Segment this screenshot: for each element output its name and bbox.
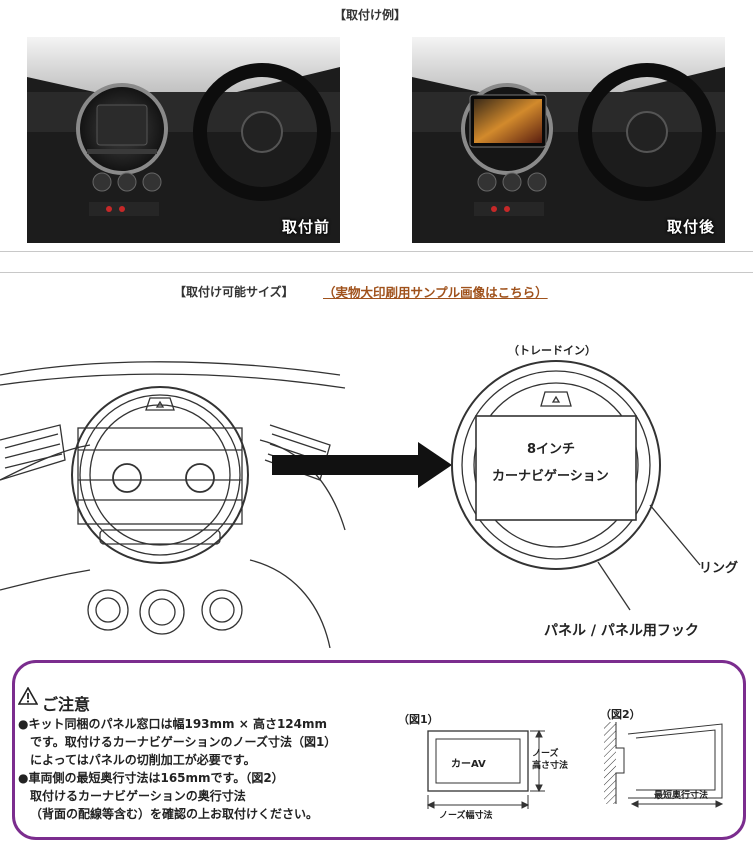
label-before: 取付前 bbox=[281, 218, 330, 236]
section-title-example: 【取付け例】 bbox=[334, 8, 407, 22]
tray-label: （トレードイン） bbox=[508, 344, 596, 357]
fig1-width-label: ノーズ幅寸法 bbox=[439, 811, 493, 821]
notice-title: ご注意 bbox=[42, 695, 91, 714]
fig2-label: （図2） bbox=[600, 708, 641, 721]
notice-line: ●車両側の最短奥行寸法は165mmです。（図2） bbox=[18, 771, 284, 785]
notice-line: です。取付けるカーナビゲーションのノーズ寸法（図1） bbox=[30, 735, 337, 749]
fig1-height-line1: ノーズ bbox=[532, 749, 559, 759]
notice-line: （背面の配線等含む）を確認の上お取付けください。 bbox=[30, 807, 319, 821]
warning-icon bbox=[17, 686, 39, 709]
section-title-size: 【取付け可能サイズ】 bbox=[174, 285, 294, 299]
fig1-height-line2: 高さ寸法 bbox=[532, 761, 569, 771]
installation-diagram bbox=[0, 330, 753, 649]
fig2-drawing bbox=[600, 718, 740, 822]
notice-line: によってはパネルの切削加工が必要です。 bbox=[30, 753, 256, 767]
ring-label: リング bbox=[699, 561, 739, 576]
photo-before: 取付前 bbox=[27, 37, 340, 243]
divider bbox=[0, 251, 753, 252]
notice-box bbox=[12, 660, 746, 840]
nav-label-name: カーナビゲーション bbox=[492, 469, 609, 484]
notice-line: ●キット同梱のパネル窓口は幅193mm × 高さ124mm bbox=[18, 717, 327, 731]
divider bbox=[0, 272, 753, 273]
fig1-drawing bbox=[420, 725, 580, 829]
label-after: 取付後 bbox=[666, 218, 715, 236]
photo-after: 取付後 bbox=[412, 37, 725, 243]
panel-label: パネル / パネル用フック bbox=[544, 623, 699, 639]
fig2-depth-label: 最短奥行寸法 bbox=[654, 791, 709, 801]
nav-label-size: 8インチ bbox=[527, 442, 576, 457]
print-sample-link[interactable]: （実物大印刷用サンプル画像はこちら） bbox=[323, 285, 548, 300]
fig1-box-label: カーAV bbox=[451, 759, 486, 770]
fig1-label: （図1） bbox=[398, 713, 439, 726]
notice-line: 取付けるカーナビゲーションの奥行寸法 bbox=[30, 789, 246, 803]
